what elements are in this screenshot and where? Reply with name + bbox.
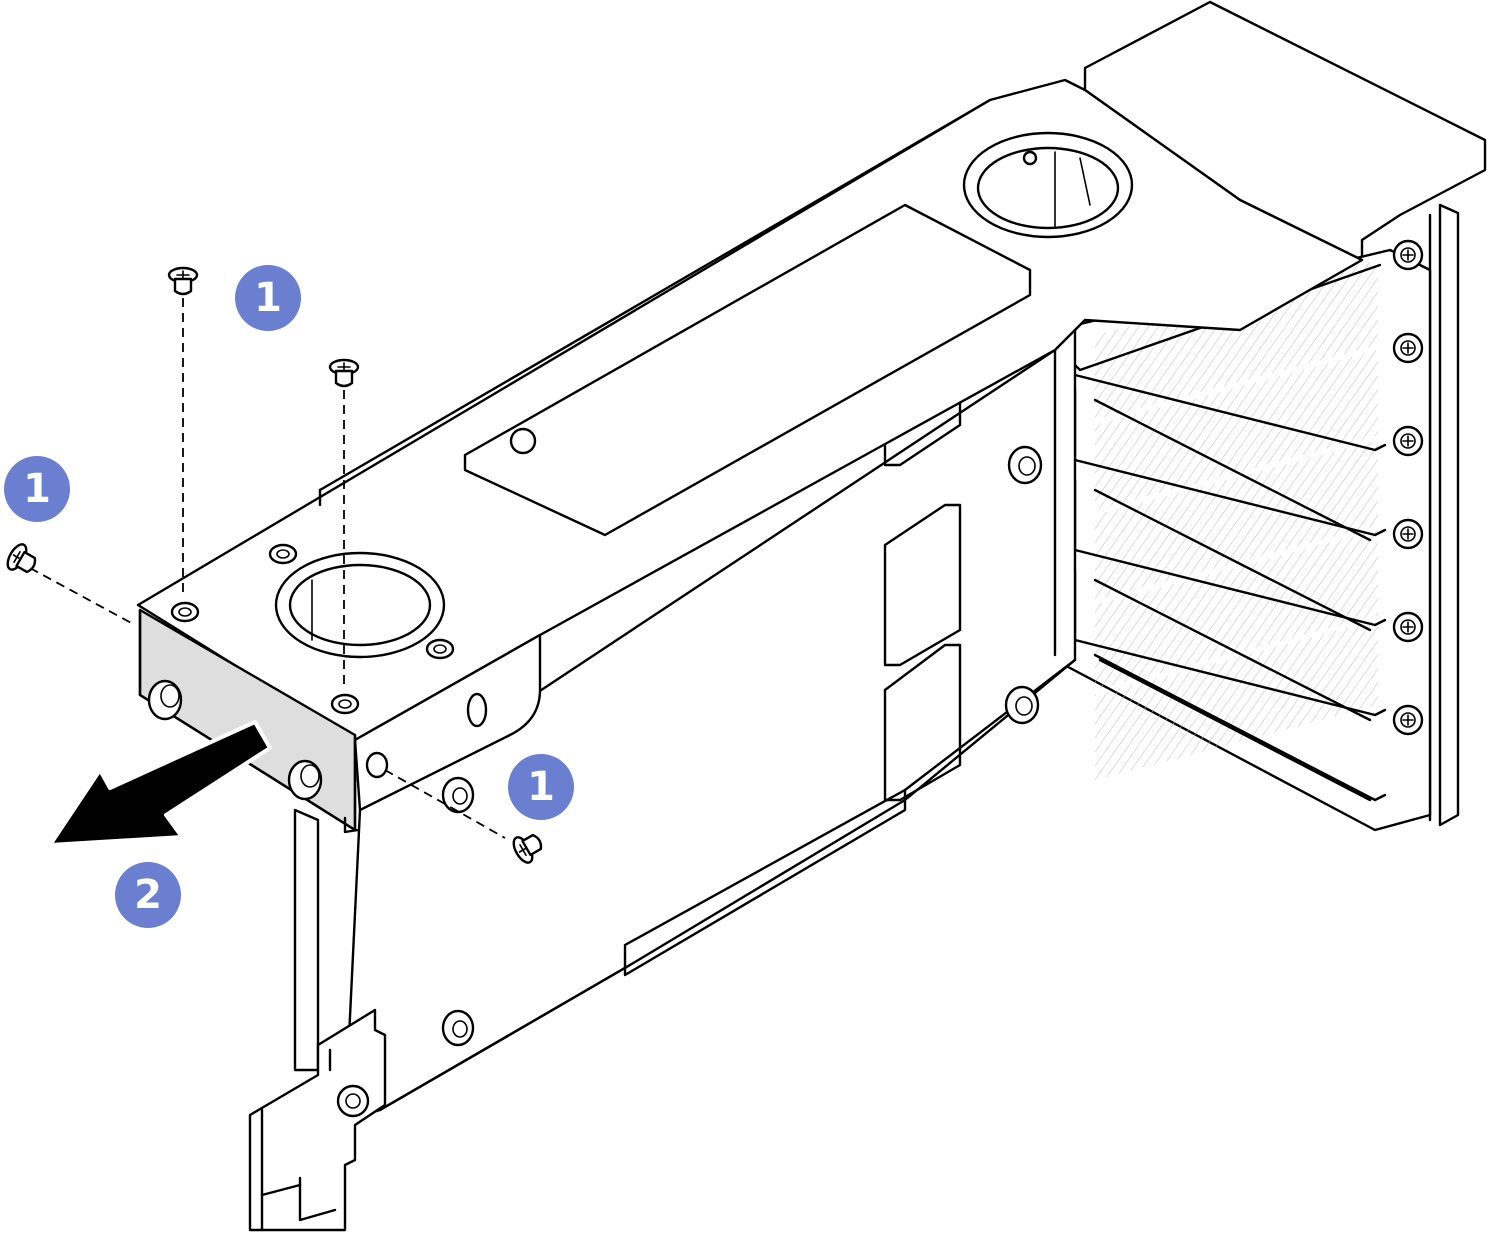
callout-label: 1 [23,466,51,512]
screw-icon [328,358,360,388]
callout-label: 1 [254,275,282,321]
front-latch [248,808,632,1232]
screw-guide-lines [29,298,506,839]
callout-step-2: 2 [115,862,181,928]
screw-icon [167,266,199,296]
cage-top-panel [136,78,1364,742]
screw-icon [6,543,37,574]
side-panel-standoff [441,445,1043,1047]
slot-screws [1392,239,1424,736]
screw-icon [512,833,543,864]
slot-panel [1053,0,1487,832]
front-bracket [138,608,542,834]
arrow-left-icon [48,720,272,847]
callout-label: 2 [134,872,162,918]
slot-openings [1095,260,1378,780]
callout-step-1-left: 1 [4,456,70,522]
callout-label: 1 [527,764,555,810]
callout-step-1-top: 1 [235,265,301,331]
callout-step-1-right: 1 [508,754,574,820]
